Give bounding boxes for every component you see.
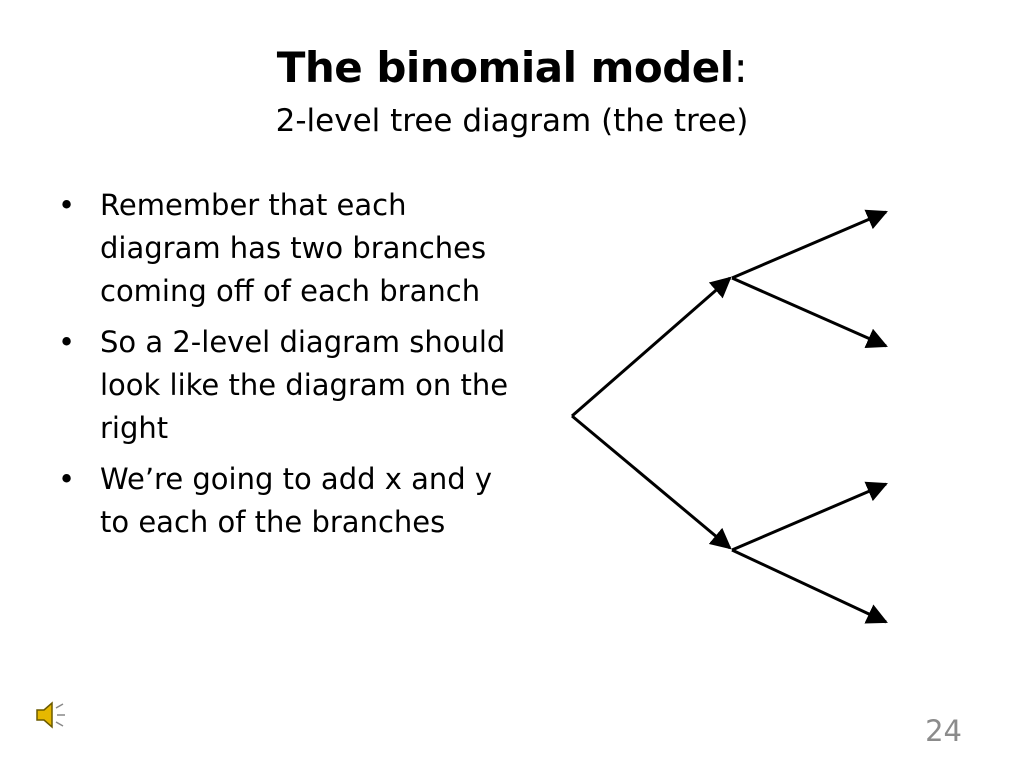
bullet-text: So a 2-level diagram should look like th…: [100, 325, 509, 445]
tree-diagram: [571, 209, 888, 624]
bullet-dot: •: [58, 462, 76, 496]
tree-branch-upper-down: [731, 276, 888, 348]
speaker-sound-icon[interactable]: [32, 696, 70, 738]
tree-branch-root-lower: [571, 414, 732, 550]
slide-title-text: The binomial model: [276, 43, 734, 92]
bullet-item: • Remember that each diagram has two bra…: [58, 184, 518, 313]
bullet-item: • So a 2-level diagram should look like …: [58, 321, 518, 450]
bullet-text: Remember that each diagram has two branc…: [100, 188, 487, 308]
page-number: 24: [925, 714, 962, 748]
slide-title-block: The binomial model: 2-level tree diagram…: [0, 42, 1024, 142]
tree-branch-upper-up: [731, 209, 888, 280]
slide-subtitle: 2-level tree diagram (the tree): [275, 103, 749, 139]
slide-title-colon: :: [733, 43, 748, 92]
bullet-item: • We’re going to add x and y to each of …: [58, 458, 518, 544]
bullet-list: • Remember that each diagram has two bra…: [58, 184, 518, 552]
tree-branch-lower-up: [731, 481, 888, 552]
speaker-sound-icon-graphic: [36, 701, 65, 729]
slide-title: The binomial model:: [0, 42, 1024, 94]
tree-branch-lower-down: [731, 548, 888, 624]
bullet-dot: •: [58, 188, 76, 222]
bullet-text: We’re going to add x and y to each of th…: [100, 462, 493, 539]
tree-branch-root-upper: [571, 276, 732, 418]
bullet-dot: •: [58, 325, 76, 359]
